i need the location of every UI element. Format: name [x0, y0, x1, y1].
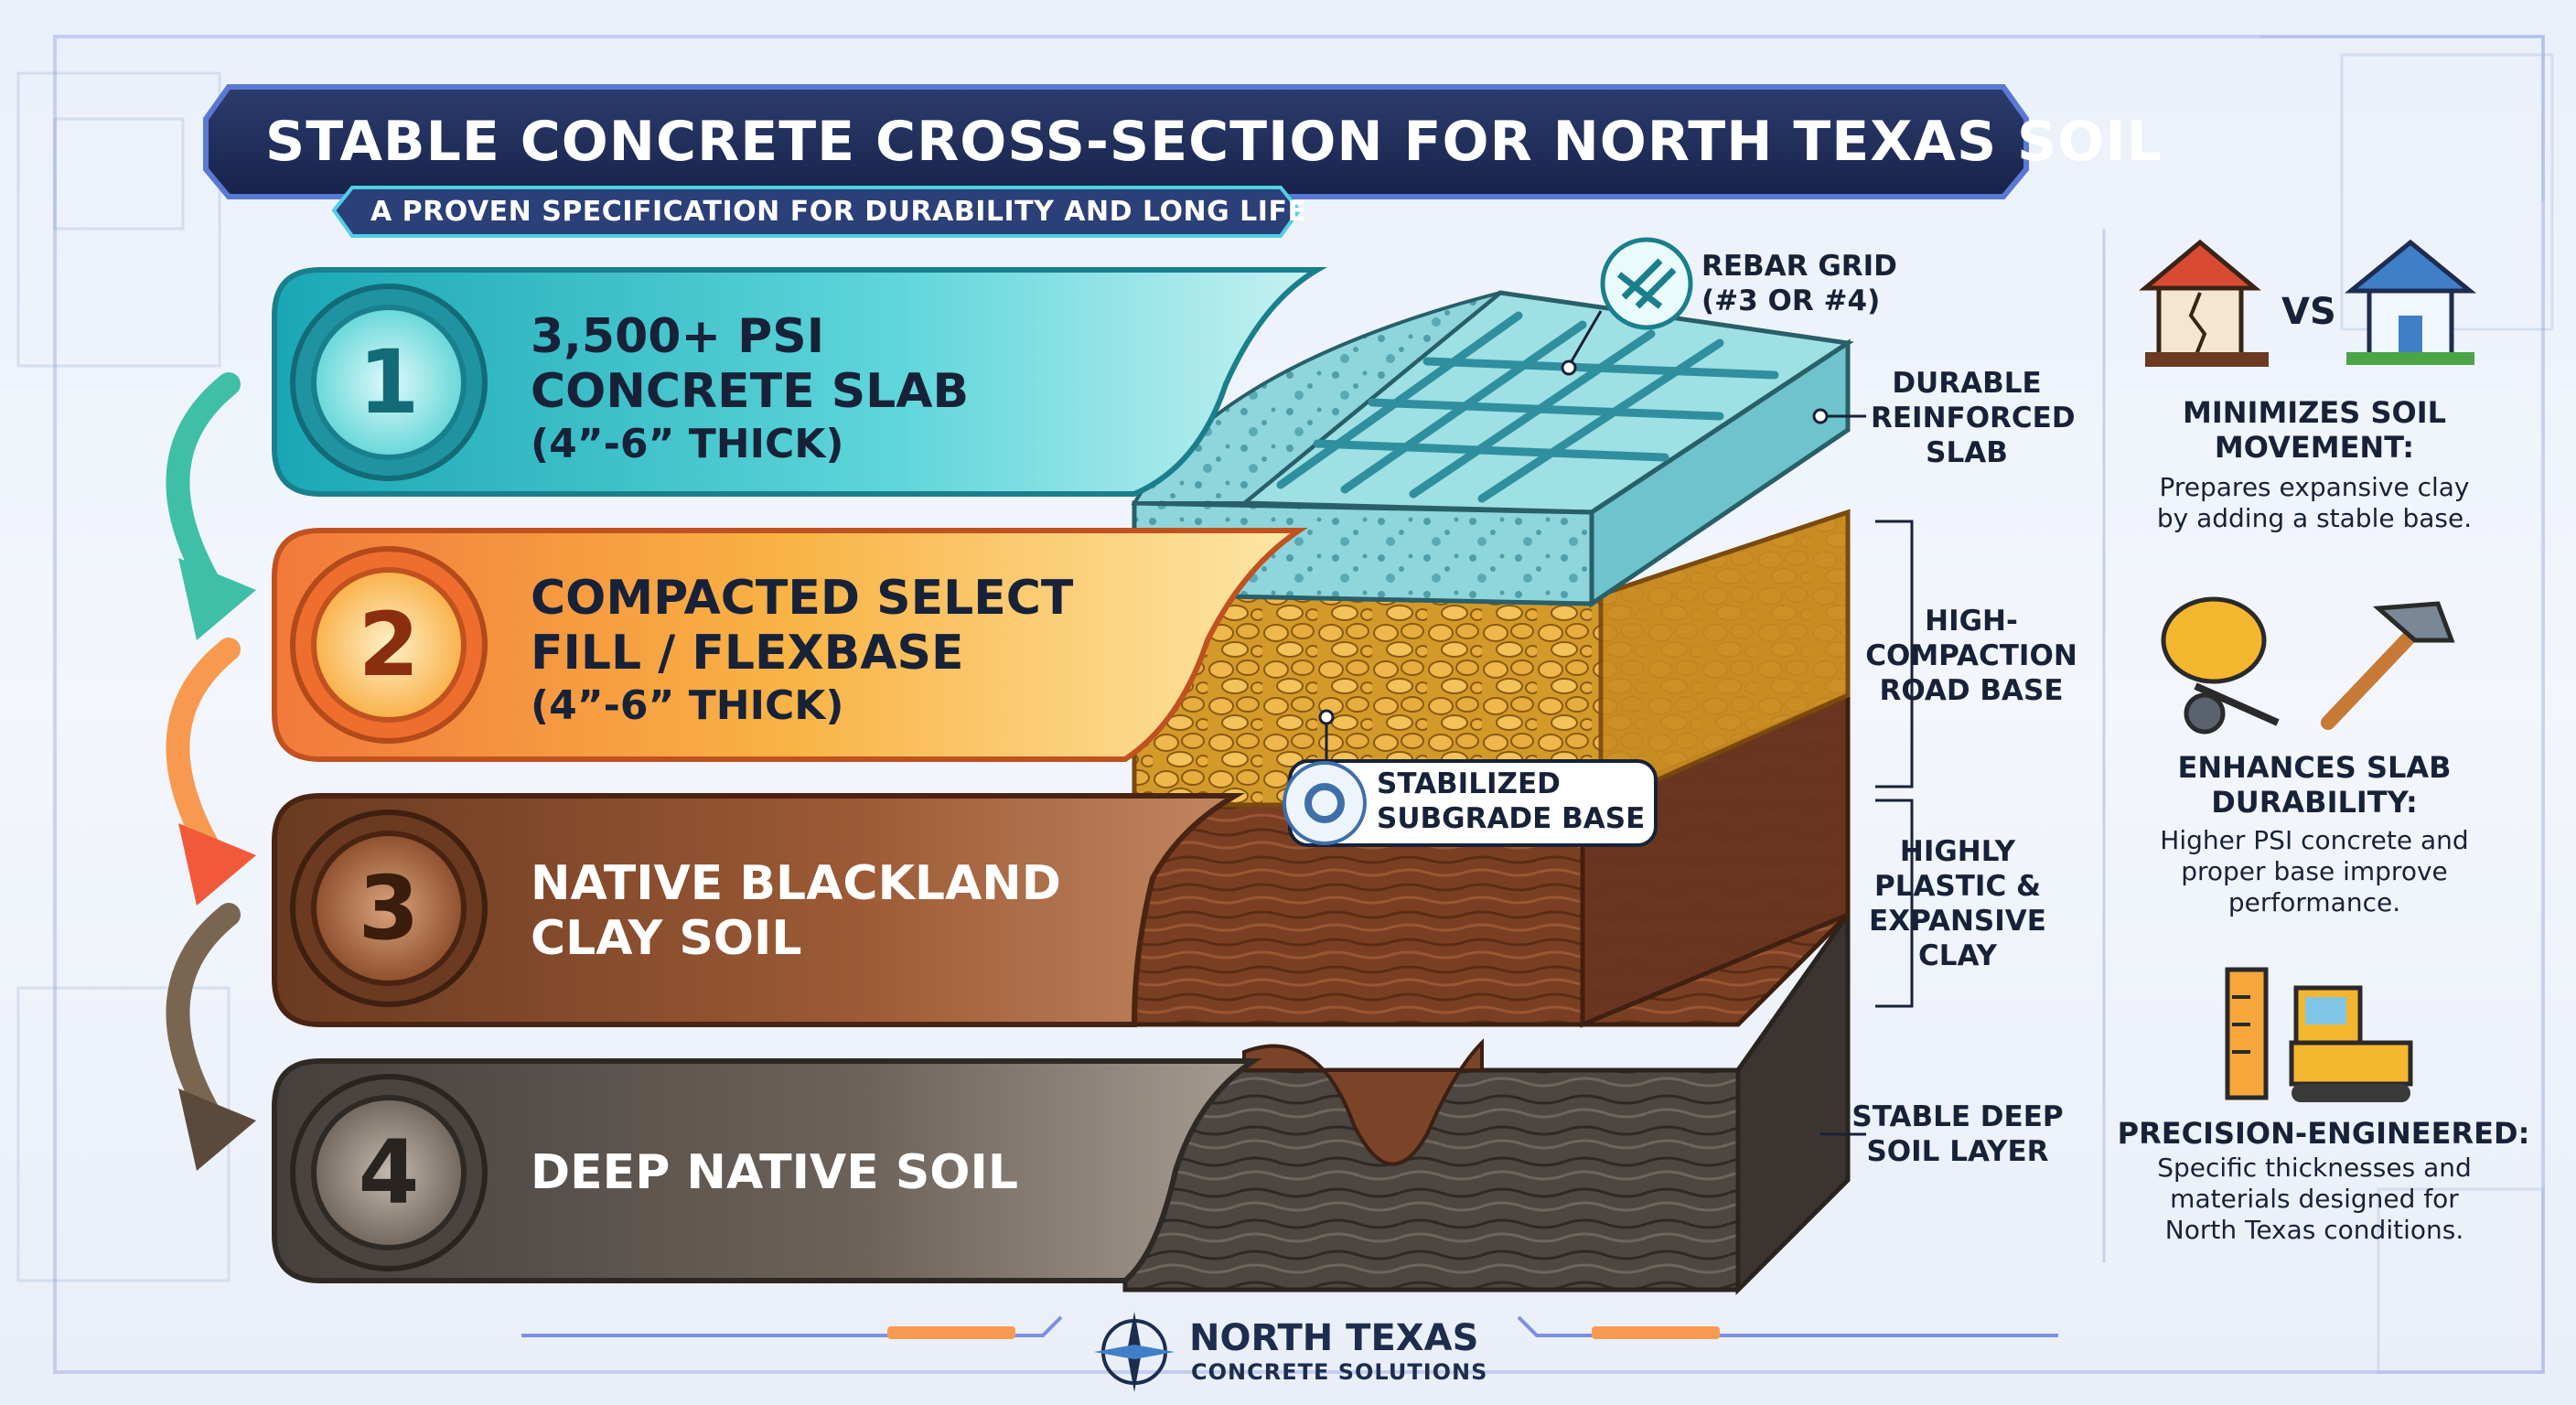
layer-1-thickness: (4”-6” THICK): [531, 421, 844, 467]
deep-soil-annotation: STABLE DEEP SOIL LAYER: [1843, 1099, 2072, 1169]
subgrade-annotation-line1: STABILIZED: [1377, 767, 1561, 800]
layer-4-title: DEEP NATIVE SOIL: [531, 1145, 1018, 1200]
clay-annotation: HIGHLY PLASTIC & EXPANSIVE CLAY: [1857, 834, 2058, 973]
vs-label: VS: [2281, 291, 2336, 333]
benefit-2-heading-line1: ENHANCES SLAB: [2177, 750, 2452, 785]
layer-3-number: 3: [358, 857, 420, 960]
compaction-annotation-line1: HIGH-: [1925, 605, 2018, 638]
durable-annotation-line1: DURABLE: [1892, 367, 2042, 400]
deep-soil-right-face: [1735, 907, 1851, 1296]
rebar-glyph-icon: [1616, 258, 1677, 309]
deep-annotation-line1: STABLE DEEP: [1852, 1100, 2064, 1133]
bottom-left-rule: [521, 1315, 1063, 1337]
benefit-2-body: Higher PSI concrete and proper base impr…: [2113, 825, 2516, 918]
rebar-badge-icon: [1600, 237, 1693, 330]
rebar-annotation: REBAR GRID (#3 OR #4): [1701, 249, 1897, 318]
deep-soil-trench: [1242, 1038, 1484, 1166]
benefit-2-heading: ENHANCES SLAB DURABILITY:: [2113, 750, 2516, 820]
layer-4-number: 4: [358, 1121, 420, 1224]
compaction-annotation-line2: COMPACTION: [1865, 639, 2077, 672]
benefit-1-heading: MINIMIZES SOIL MOVEMENT:: [2113, 395, 2516, 465]
layer-banner-1: [272, 267, 1328, 497]
clay-annotation-line3: EXPANSIVE: [1869, 905, 2046, 938]
brand-name: NORTH TEXAS: [1189, 1317, 1479, 1359]
bottom-right-accent: [1592, 1326, 1720, 1339]
benefit-1-body: Prepares expansive clay by adding a stab…: [2113, 472, 2516, 534]
gear-icon: [1283, 761, 1367, 845]
layer-3-title-line2: CLAY SOIL: [531, 911, 802, 966]
layer-2-number: 2: [358, 594, 420, 696]
ruler-icon: [2225, 967, 2269, 1100]
deep-annotation-line2: SOIL LAYER: [1866, 1135, 2049, 1168]
compaction-annotation-line3: ROAD BASE: [1879, 674, 2064, 707]
layer-3-title-line1: NATIVE BLACKLAND: [531, 856, 1061, 911]
layer-1-number: 1: [358, 331, 420, 434]
annotation-leaders: [1318, 310, 1914, 1136]
gear-hub-icon: [1304, 783, 1345, 823]
benefit-2-body-line2: proper base improve: [2181, 856, 2448, 886]
benefit-2-body-line3: performance.: [2227, 887, 2401, 917]
benefit-3-heading-line1: PRECISION-ENGINEERED:: [2117, 1116, 2530, 1151]
layer-2-title-line1: COMPACTED SELECT: [531, 571, 1074, 626]
benefit-3-body-line3: North Texas conditions.: [2164, 1215, 2464, 1245]
durable-annotation-line3: SLAB: [1926, 436, 2008, 469]
cross-section-stack: [1122, 290, 1854, 1296]
benefit-2-heading-line2: DURABILITY:: [2211, 785, 2418, 820]
house-icon: [2344, 239, 2477, 365]
benefit-1-heading-line1: MINIMIZES SOIL: [2183, 395, 2446, 430]
layer-1-title-line1: 3,500+ PSI: [531, 309, 825, 364]
bulldozer-icon: [2289, 985, 2413, 1102]
rebar-grid: [1276, 311, 1779, 503]
subtitle-banner: [331, 186, 1302, 238]
benefit-2-body-line1: Higher PSI concrete and: [2160, 825, 2469, 855]
benefit-1-body-line1: Prepares expansive clay: [2159, 472, 2470, 502]
durable-slab-annotation: DURABLE REINFORCED SLAB: [1871, 366, 2076, 470]
clay-annotation-line2: PLASTIC &: [1873, 870, 2042, 903]
benefit-1-body-line2: by adding a stable base.: [2156, 503, 2473, 533]
layer-banner-3: [272, 793, 1246, 1027]
concrete-right-face: [1589, 338, 1851, 608]
clay-annotation-line4: CLAY: [1918, 939, 1997, 972]
arrow-heads: [178, 558, 256, 1171]
brand-tagline: CONCRETE SOLUTIONS: [1191, 1359, 1488, 1385]
layer-1-title-line2: CONCRETE SLAB: [531, 364, 970, 419]
benefit-3-body: Specific thicknesses and materials desig…: [2113, 1153, 2516, 1246]
rebar-annotation-line2: (#3 OR #4): [1701, 284, 1881, 317]
layer-2-title-line2: FILL / FLEXBASE: [531, 626, 964, 681]
layer-banner-2: [272, 528, 1308, 762]
hammer-icon: [2321, 601, 2455, 730]
durable-annotation-line2: REINFORCED: [1871, 402, 2076, 434]
compass-rose-icon: [1094, 1312, 1175, 1392]
benefit-1-heading-line2: MOVEMENT:: [2214, 430, 2415, 465]
title-banner: [203, 84, 2029, 199]
layer-banner-4: [272, 1058, 1262, 1283]
gravel-right-face: [1598, 509, 1851, 809]
compaction-annotation: HIGH- COMPACTION ROAD BASE: [1857, 604, 2086, 708]
benefit-3-body-line2: materials designed for: [2170, 1184, 2459, 1214]
cement-mixer-icon: [2161, 596, 2280, 735]
cracked-house-icon: [2139, 239, 2269, 367]
benefit-3-heading: PRECISION-ENGINEERED:: [2113, 1116, 2534, 1151]
benefit-3-body-line1: Specific thicknesses and: [2157, 1153, 2472, 1183]
rebar-annotation-line1: REBAR GRID: [1701, 250, 1897, 283]
subgrade-annotation-line2: SUBGRADE BASE: [1377, 802, 1646, 835]
page-title: STABLE CONCRETE CROSS-SECTION FOR NORTH …: [265, 110, 2163, 174]
bottom-left-accent: [887, 1326, 1015, 1339]
flow-arrows: [166, 372, 241, 1128]
bottom-right-rule: [1517, 1315, 2058, 1337]
clay-annotation-line1: HIGHLY: [1899, 835, 2016, 868]
outer-frame: [53, 35, 2545, 1374]
subgrade-annotation: STABILIZED SUBGRADE BASE: [1377, 767, 1645, 836]
page-subtitle: A PROVEN SPECIFICATION FOR DURABILITY AN…: [370, 196, 1307, 228]
layer-2-thickness: (4”-6” THICK): [531, 682, 844, 729]
